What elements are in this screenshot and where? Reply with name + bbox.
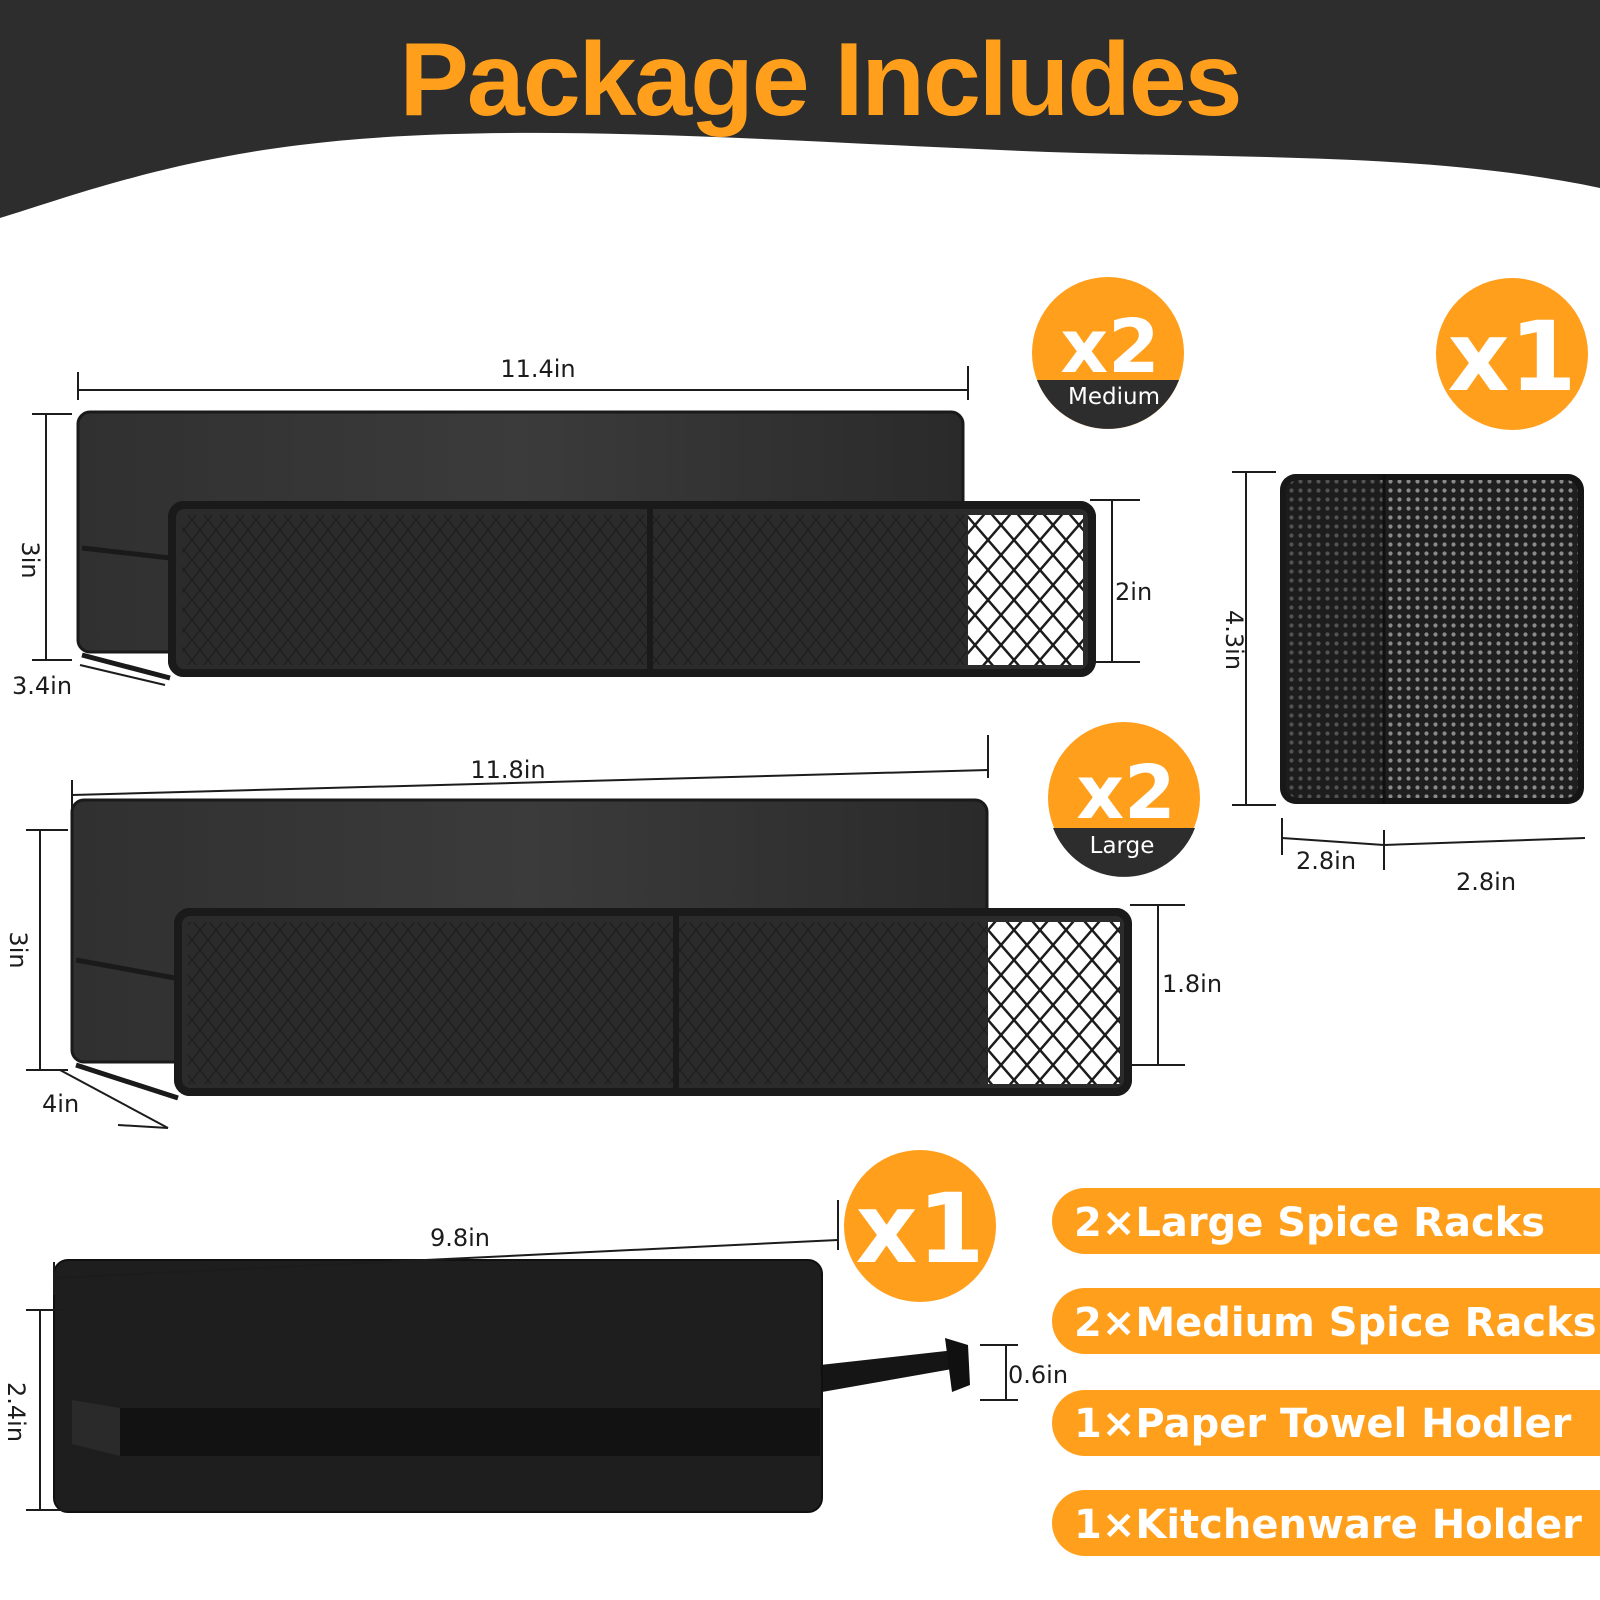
contents-item-kitchenware: 1×Kitchenware Holder	[1052, 1490, 1600, 1556]
towel-height-label: 2.4in	[2, 1382, 30, 1442]
badge-large: x2 Large	[1048, 722, 1200, 877]
badge-medium-count: x2	[1060, 304, 1159, 390]
contents-list: 2×Large Spice Racks 2×Medium Spice Racks…	[1052, 1188, 1600, 1556]
large-front-label: 1.8in	[1162, 970, 1222, 998]
page-title: Package Includes	[400, 22, 1241, 138]
kitchenware-height-label: 4.3in	[1220, 610, 1248, 670]
contents-item-label: 1×Kitchenware Holder	[1074, 1502, 1582, 1548]
contents-item-medium: 2×Medium Spice Racks	[1052, 1288, 1600, 1354]
contents-item-large: 2×Large Spice Racks	[1052, 1188, 1600, 1254]
large-height-label: 3in	[4, 931, 32, 968]
large-depth-label: 4in	[42, 1090, 79, 1118]
contents-item-label: 2×Medium Spice Racks	[1074, 1300, 1597, 1346]
contents-item-label: 1×Paper Towel Hodler	[1074, 1401, 1572, 1447]
badge-medium-label: Medium	[1068, 384, 1160, 410]
kitchenware-depth-label: 2.8in	[1456, 868, 1516, 896]
towel-dimension-lines	[26, 1200, 1018, 1511]
medium-dimension-lines	[32, 366, 1140, 686]
paper-towel-holder	[53, 1259, 970, 1513]
kitchenware-holder	[1280, 474, 1584, 804]
contents-item-towel: 1×Paper Towel Hodler	[1052, 1390, 1600, 1456]
badge-large-count: x2	[1076, 750, 1175, 836]
medium-width-label: 11.4in	[500, 355, 575, 383]
large-dimension-lines	[26, 735, 1185, 1129]
large-spice-rack	[70, 798, 1132, 1101]
kitchenware-width-label: 2.8in	[1296, 847, 1356, 875]
large-width-label: 11.8in	[470, 756, 545, 784]
header-banner	[0, 0, 1600, 218]
badge-kitchenware: x1	[1436, 278, 1588, 430]
medium-depth-label: 3.4in	[12, 672, 72, 700]
badge-towel: x1	[844, 1150, 996, 1302]
contents-item-label: 2×Large Spice Racks	[1074, 1200, 1545, 1246]
towel-bar-label: 0.6in	[1008, 1361, 1068, 1389]
badge-towel-count: x1	[856, 1173, 985, 1285]
badge-large-label: Large	[1090, 833, 1155, 859]
medium-spice-rack	[76, 410, 1096, 681]
badge-medium: x2 Medium	[1032, 277, 1184, 429]
towel-width-label: 9.8in	[430, 1224, 490, 1252]
kitchenware-dimension-lines	[1232, 471, 1586, 870]
medium-height-label: 3in	[16, 541, 44, 578]
badge-kitchenware-count: x1	[1448, 301, 1577, 413]
medium-front-label: 2in	[1115, 578, 1152, 606]
